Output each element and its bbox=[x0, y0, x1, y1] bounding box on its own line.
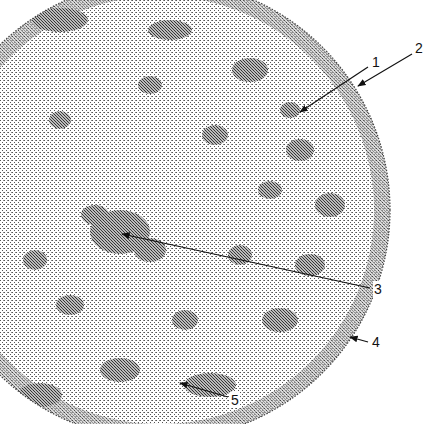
section-body bbox=[0, 0, 390, 424]
section-outline bbox=[0, 0, 390, 424]
callout-number: 4 bbox=[371, 334, 381, 350]
leader-line bbox=[350, 337, 368, 342]
leader-line bbox=[358, 54, 412, 86]
callout-number: 5 bbox=[230, 392, 240, 408]
callout-number: 1 bbox=[371, 54, 381, 70]
leader-lines bbox=[122, 54, 412, 397]
dark-patches bbox=[18, 8, 345, 407]
leader-line bbox=[300, 67, 368, 112]
leader-line bbox=[122, 234, 370, 288]
leader-line bbox=[180, 383, 228, 397]
callout-number: 3 bbox=[373, 281, 383, 297]
callout-number: 2 bbox=[414, 40, 424, 56]
